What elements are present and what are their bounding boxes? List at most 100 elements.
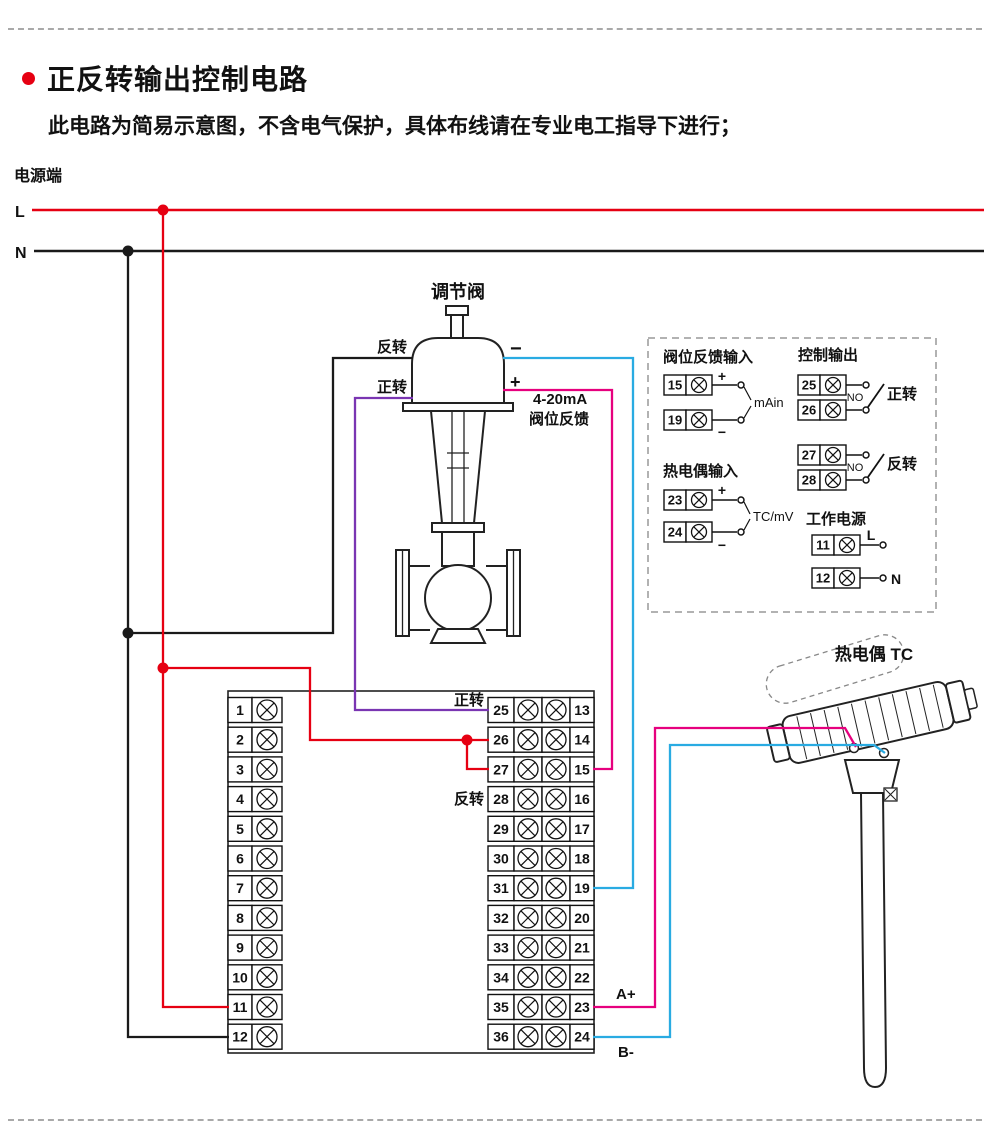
terminal-number-box	[487, 934, 515, 961]
feedback-caption-line2: 阀位反馈	[529, 410, 589, 428]
valve-body	[424, 564, 492, 632]
legend-tc-input-title: 热电偶输入	[663, 462, 738, 480]
terminal-number-box	[227, 756, 253, 783]
feedback-minus-wire-to-19	[503, 356, 635, 890]
legend-control-output-title: 控制输出	[798, 346, 858, 364]
screw-icon	[256, 788, 278, 810]
legend-fb-minus: −	[718, 424, 726, 440]
screw-cross	[841, 572, 853, 584]
screw-cross	[548, 999, 564, 1015]
screw-icon	[545, 936, 567, 959]
screw-cross	[259, 999, 275, 1015]
terminal-number-box	[569, 993, 595, 1021]
terminal-number: 9	[236, 940, 244, 956]
screw-cross	[520, 702, 536, 718]
screw-cross	[693, 379, 705, 391]
screw-cross	[259, 1029, 275, 1045]
screw-cross	[827, 379, 839, 391]
terminal-number-box	[569, 785, 595, 813]
screw-cross	[841, 539, 853, 551]
junction-dot	[122, 627, 134, 639]
forward-wire-25-to-valve	[353, 396, 489, 712]
terminal-dot	[879, 574, 887, 582]
contact-point	[862, 451, 870, 459]
junction-dot	[122, 245, 134, 257]
screw-icon	[256, 729, 278, 751]
terminal-number-box	[227, 845, 253, 872]
screw-icon	[690, 523, 708, 541]
terminal-number: 24	[668, 525, 683, 540]
screw-icon	[824, 401, 842, 419]
screw-cross	[520, 761, 536, 777]
screw-cross	[520, 1029, 536, 1045]
terminal-number: 14	[574, 732, 590, 748]
screw-icon	[545, 729, 567, 751]
actuator-flange	[402, 402, 514, 412]
tc-tag-cross	[884, 788, 897, 801]
screw-cross	[693, 494, 705, 506]
terminal-number: 13	[574, 702, 590, 718]
terminal-number: 17	[574, 821, 590, 837]
terminal-number: 6	[236, 851, 244, 867]
terminal-dot	[737, 496, 745, 504]
section-header: 正反转输出控制电路	[22, 58, 308, 98]
terminal-number-box	[227, 726, 253, 753]
wires	[126, 210, 886, 1039]
legend-forward-label: 正转	[887, 385, 917, 403]
terminal-number: 1	[236, 702, 244, 718]
n-branch-to-valve-reverse	[128, 356, 413, 635]
legend-power-l: L	[867, 527, 876, 543]
screw-cross	[520, 850, 536, 867]
thermocouple-label: 热电偶 TC	[835, 644, 913, 664]
screw-icon	[545, 699, 567, 721]
screw-cross	[520, 821, 536, 837]
screw-icon	[517, 1026, 539, 1048]
terminal-dot	[879, 541, 887, 549]
signal-connector	[743, 386, 752, 401]
terminal-number-box	[487, 964, 515, 991]
screw-cross	[520, 940, 536, 956]
screw-cross	[520, 910, 536, 926]
screw-cross	[548, 1029, 564, 1045]
valve-bonnet	[441, 531, 475, 567]
terminal-number: 10	[232, 969, 248, 985]
terminal-number: 27	[493, 761, 509, 777]
terminal-number: 12	[232, 1029, 248, 1045]
tc-head-body	[781, 680, 955, 764]
bullet-icon	[22, 71, 35, 85]
screw-cross	[259, 910, 275, 926]
screw-icon	[545, 758, 567, 781]
screw-icon	[545, 847, 567, 870]
terminal-number: 19	[668, 413, 682, 428]
screw-cross	[548, 791, 564, 807]
tc-b-minus-wire-to-24	[593, 743, 886, 1039]
terminal-number: 11	[233, 999, 248, 1015]
no-contact-arm	[867, 383, 885, 408]
screw-icon	[256, 907, 278, 929]
thermocouple	[765, 634, 978, 1089]
valve-forward-label: 正转	[377, 378, 407, 396]
screw-icon	[517, 699, 539, 721]
terminal-number-box	[569, 904, 595, 932]
screw-icon	[545, 996, 567, 1018]
screw-cross	[827, 404, 839, 416]
screw-icon	[517, 758, 539, 781]
terminal-number: 36	[493, 1029, 509, 1045]
control-valve	[395, 305, 521, 644]
terminal-number: 23	[574, 999, 590, 1015]
legend-power-n: N	[891, 571, 901, 587]
valve-stem	[450, 314, 464, 339]
tc-head-knob	[963, 687, 978, 710]
valve-minus-label: −	[510, 338, 522, 360]
l-wire-to-terminal-11	[161, 210, 229, 1009]
terminal-dot	[737, 381, 745, 389]
page-subtitle: 此电路为简易示意图，不含电气保护，具体布线请在专业电工指导下进行；	[48, 115, 741, 138]
terminal-number-box	[227, 696, 253, 724]
terminal-number: 15	[574, 761, 590, 777]
terminal-number: 28	[802, 473, 816, 488]
screw-cross	[548, 732, 564, 748]
screw-cross	[259, 850, 275, 867]
screw-icon	[517, 996, 539, 1018]
terminal-screw-box	[541, 1023, 571, 1050]
